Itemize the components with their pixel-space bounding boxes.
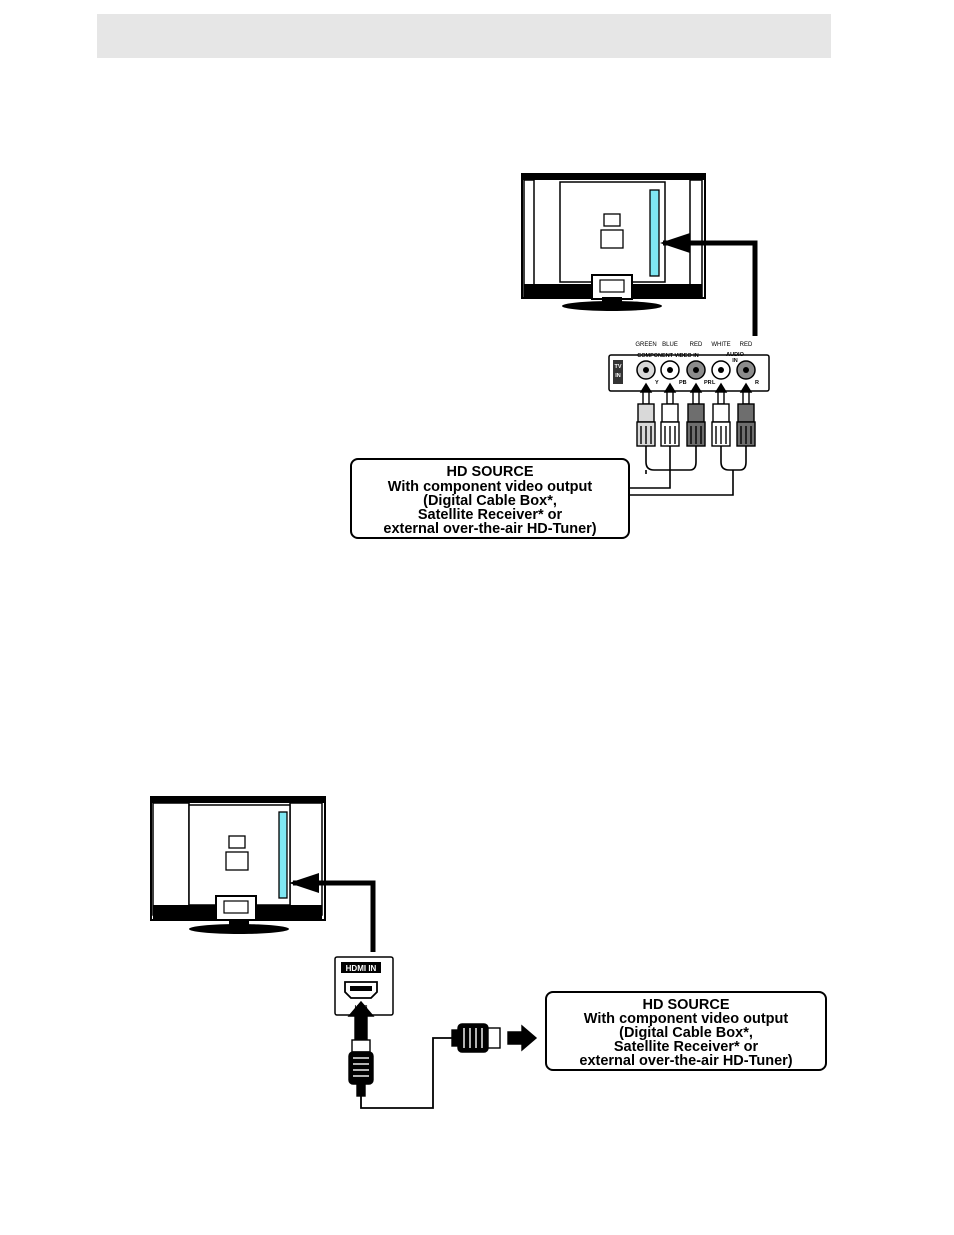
source-line: Satellite Receiver* or [418,507,563,523]
connection-arrow-2 [289,873,376,952]
jack-color-label: WHITE [711,342,730,348]
jack-letter: PR [704,380,712,386]
source-line: With component video output [584,1011,789,1027]
hdmi-cable [360,1037,452,1109]
hdmi-plug-tv [347,1000,375,1097]
side-label-bottom: IN [615,373,621,379]
input-panel-highlight [649,189,660,277]
jack-letter: Y [655,380,659,386]
hd-source-box-2: HD SOURCE With component video output (D… [545,991,827,1071]
tv-back-illustration-2 [150,796,326,934]
source-line: HD SOURCE [642,997,729,1013]
rca-jacks [636,360,756,380]
side-label-top: TV [614,364,621,370]
jack-letter: L [712,380,716,386]
hdmi-plug-source [451,1023,538,1053]
source-line: (Digital Cable Box*, [619,1025,753,1041]
jack-letter: R [755,380,759,386]
audio-in-label: IN [732,358,738,364]
input-panel-highlight [278,811,288,899]
hd-source-box-1: HD SOURCE With component video output (D… [350,458,630,539]
audio-title: AUDIO [726,352,744,358]
jack-letter: PB [679,380,687,386]
source-line: external over-the-air HD-Tuner) [383,521,596,537]
component-panel-title: COMPONENT VIDEO IN [637,353,698,359]
jack-color-label: BLUE [662,342,678,348]
source-line: Satellite Receiver* or [614,1039,759,1055]
source-line: With component video output [388,479,593,495]
tv-back-illustration-1 [521,173,706,311]
hdmi-port-panel: HDMI IN HDMI [334,956,394,1016]
source-line: external over-the-air HD-Tuner) [579,1053,792,1069]
source-line: HD SOURCE [446,464,533,480]
connection-arrow-1 [660,233,758,336]
source-line: (Digital Cable Box*, [423,493,557,509]
header-bar [97,14,831,58]
jack-color-label: RED [740,342,753,348]
jack-color-label: RED [690,342,703,348]
jack-color-label: GREEN [635,342,656,348]
hdmi-in-label: HDMI IN [346,964,377,973]
component-cables [630,446,747,496]
rca-plugs [636,382,756,447]
